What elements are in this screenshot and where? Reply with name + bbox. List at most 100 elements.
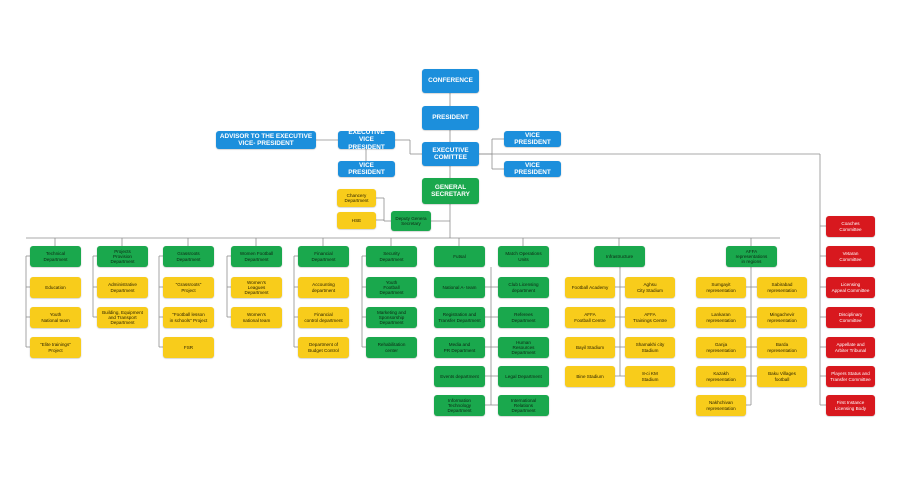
infrastructure-unit[interactable]: Football Academy xyxy=(565,277,615,298)
grassroots-department-box[interactable]: Grassroots Department xyxy=(163,246,214,267)
committee-label: Licensing Appeal Committee xyxy=(831,282,870,293)
vice-president-right-2-box[interactable]: VICE PRESIDENT xyxy=(504,161,561,177)
vice-president-left-box[interactable]: VICE PRESIDENT xyxy=(338,161,395,177)
financial-unit-label: Financial control department xyxy=(304,312,343,323)
women-unit-label: Women's Leagues Department xyxy=(244,279,269,296)
grassroots-unit[interactable]: "Grassroots" Project xyxy=(163,277,214,298)
women-unit[interactable]: Women's Leagues Department xyxy=(231,277,282,298)
chancery-department-box[interactable]: Chancery Department xyxy=(337,189,376,207)
grassroots-unit-label: FSR xyxy=(183,344,194,350)
match-operations-units-label: Match Operations Units xyxy=(505,251,542,262)
infrastructure-unit[interactable]: Shamakhi city Stadium xyxy=(625,337,675,358)
region-unit-label: Barda representation xyxy=(767,342,797,353)
region-unit[interactable]: Baku Villages football xyxy=(757,366,807,387)
infrastructure-unit-label: AFFA Trainings Centre xyxy=(633,312,667,323)
technical-unit[interactable]: Youth National team xyxy=(30,307,81,328)
region-unit[interactable]: Kazakh representation xyxy=(696,366,746,387)
futsal-label: Futsal xyxy=(453,253,466,259)
committee-label: Players Status and Transfer Committee xyxy=(830,371,871,382)
executive-vice-president-box[interactable]: EXECUTIVE VICE PRESIDENT xyxy=(338,131,395,149)
hse-box[interactable]: HSE xyxy=(337,212,376,229)
infrastructure-unit-label: 8-ci KM Stadium xyxy=(641,371,659,382)
infrastructure-unit-label: Aghsu City Stadium xyxy=(636,282,664,293)
infrastructure-unit[interactable]: AFFA Football Centre xyxy=(565,307,615,328)
executive-committee-box[interactable]: EXECUTIVE COMITTEE xyxy=(422,142,479,166)
general-secretary-box[interactable]: GENERAL SECRETARY xyxy=(422,178,479,204)
security-unit[interactable]: Marketing and Sponsorship Department xyxy=(366,307,417,328)
region-unit-label: Baku Villages football xyxy=(768,371,796,382)
affa-representations-box[interactable]: AFFA representations in regions xyxy=(726,246,777,267)
chancery-department-label: Chancery Department xyxy=(344,192,369,203)
vice-president-right-1-label: VICE PRESIDENT xyxy=(514,131,551,146)
president-box[interactable]: PRESIDENT xyxy=(422,106,479,130)
women-unit[interactable]: Women's national team xyxy=(231,307,282,328)
projects-provision-department-box[interactable]: Projects Provision Department xyxy=(97,246,148,267)
match-operations-unit[interactable]: Club Licensing department xyxy=(498,277,549,298)
infrastructure-box[interactable]: Infrastructure xyxy=(594,246,645,267)
infrastructure-unit[interactable]: 8-ci KM Stadium xyxy=(625,366,675,387)
futsal-unit[interactable]: National A- team xyxy=(434,277,485,298)
advisor-label: ADVISOR TO THE EXECUTIVE VICE- PRESIDENT xyxy=(219,132,313,147)
region-unit[interactable]: Nakhchivan representation xyxy=(696,395,746,416)
infrastructure-unit[interactable]: Aghsu City Stadium xyxy=(625,277,675,298)
match-operations-unit-label: Human Resources Department xyxy=(511,339,536,356)
technical-unit[interactable]: "Elite trainings" Project xyxy=(30,337,81,358)
security-unit[interactable]: Rehabilitation center xyxy=(366,337,417,358)
committee-box[interactable]: Licensing Appeal Committee xyxy=(826,277,875,298)
match-operations-unit[interactable]: Human Resources Department xyxy=(498,337,549,358)
projects-unit[interactable]: Administrative Department xyxy=(97,277,148,298)
financial-unit[interactable]: Financial control department xyxy=(298,307,349,328)
region-unit[interactable]: Mingachevir representation xyxy=(757,307,807,328)
executive-committee-label: EXECUTIVE COMITTEE xyxy=(432,146,469,161)
financial-unit[interactable]: Accounting department xyxy=(298,277,349,298)
committee-box[interactable]: First Instance Licensing Body xyxy=(826,395,875,416)
security-unit[interactable]: Youth Football Department xyxy=(366,277,417,298)
region-unit-label: Sumgayit representation xyxy=(706,282,736,293)
futsal-unit-label: Media and PR Department xyxy=(443,342,476,353)
region-unit[interactable]: Sumgayit representation xyxy=(696,277,746,298)
security-unit-label: Marketing and Sponsorship Department xyxy=(376,309,407,326)
infrastructure-unit-label: AFFA Football Centre xyxy=(574,312,606,323)
match-operations-unit[interactable]: Legal Department xyxy=(498,366,549,387)
region-unit-label: Mingachevir representation xyxy=(767,312,797,323)
advisor-box[interactable]: ADVISOR TO THE EXECUTIVE VICE- PRESIDENT xyxy=(216,131,316,149)
vice-president-right-1-box[interactable]: VICE PRESIDENT xyxy=(504,131,561,147)
futsal-unit-label: Information Technology Department xyxy=(447,397,472,414)
committee-box[interactable]: Vetaran Committee xyxy=(826,246,875,267)
women-football-department-box[interactable]: Women Football Department xyxy=(231,246,282,267)
match-operations-units-box[interactable]: Match Operations Units xyxy=(498,246,549,267)
futsal-box[interactable]: Futsal xyxy=(434,246,485,267)
region-unit[interactable]: Sabirabad representation xyxy=(757,277,807,298)
futsal-unit[interactable]: Registration and Transfer Department xyxy=(434,307,485,328)
infrastructure-unit[interactable]: Bayil Stadium xyxy=(565,337,615,358)
committee-box[interactable]: Coaches Committee xyxy=(826,216,875,237)
financial-unit[interactable]: Department of Budget Control xyxy=(298,337,349,358)
deputy-general-secretary-box[interactable]: Deputy Genera Secretary xyxy=(391,211,431,231)
match-operations-unit[interactable]: International Relations Department xyxy=(498,395,549,416)
futsal-unit-label: Registration and Transfer Department xyxy=(438,312,481,323)
region-unit[interactable]: Barda representation xyxy=(757,337,807,358)
grassroots-unit[interactable]: FSR xyxy=(163,337,214,358)
infrastructure-unit[interactable]: Bine Stadium xyxy=(565,366,615,387)
technical-department-box[interactable]: Technical Department xyxy=(30,246,81,267)
technical-unit[interactable]: Education xyxy=(30,277,81,298)
projects-unit[interactable]: Building, Equipment and Transport Depart… xyxy=(97,307,148,328)
security-department-box[interactable]: Security Department xyxy=(366,246,417,267)
committee-box[interactable]: Appellate and Arbiter Tribunal xyxy=(826,337,875,358)
futsal-unit[interactable]: Media and PR Department xyxy=(434,337,485,358)
region-unit[interactable]: Ganja representation xyxy=(696,337,746,358)
futsal-unit[interactable]: Events department xyxy=(434,366,485,387)
financial-department-box[interactable]: Financial Department xyxy=(298,246,349,267)
region-unit[interactable]: Lankaran representation xyxy=(696,307,746,328)
match-operations-unit[interactable]: Referees Department xyxy=(498,307,549,328)
futsal-unit[interactable]: Information Technology Department xyxy=(434,395,485,416)
infrastructure-unit[interactable]: AFFA Trainings Centre xyxy=(625,307,675,328)
committee-box[interactable]: Disciplinary Committee xyxy=(826,307,875,328)
committee-label: Appellate and Arbiter Tribunal xyxy=(834,342,867,353)
grassroots-unit[interactable]: "Football lesson in schools" Project xyxy=(163,307,214,328)
conference-box[interactable]: CONFERENCE xyxy=(422,69,479,93)
infrastructure-label: Infrastructure xyxy=(605,253,634,259)
committee-box[interactable]: Players Status and Transfer Committee xyxy=(826,366,875,387)
